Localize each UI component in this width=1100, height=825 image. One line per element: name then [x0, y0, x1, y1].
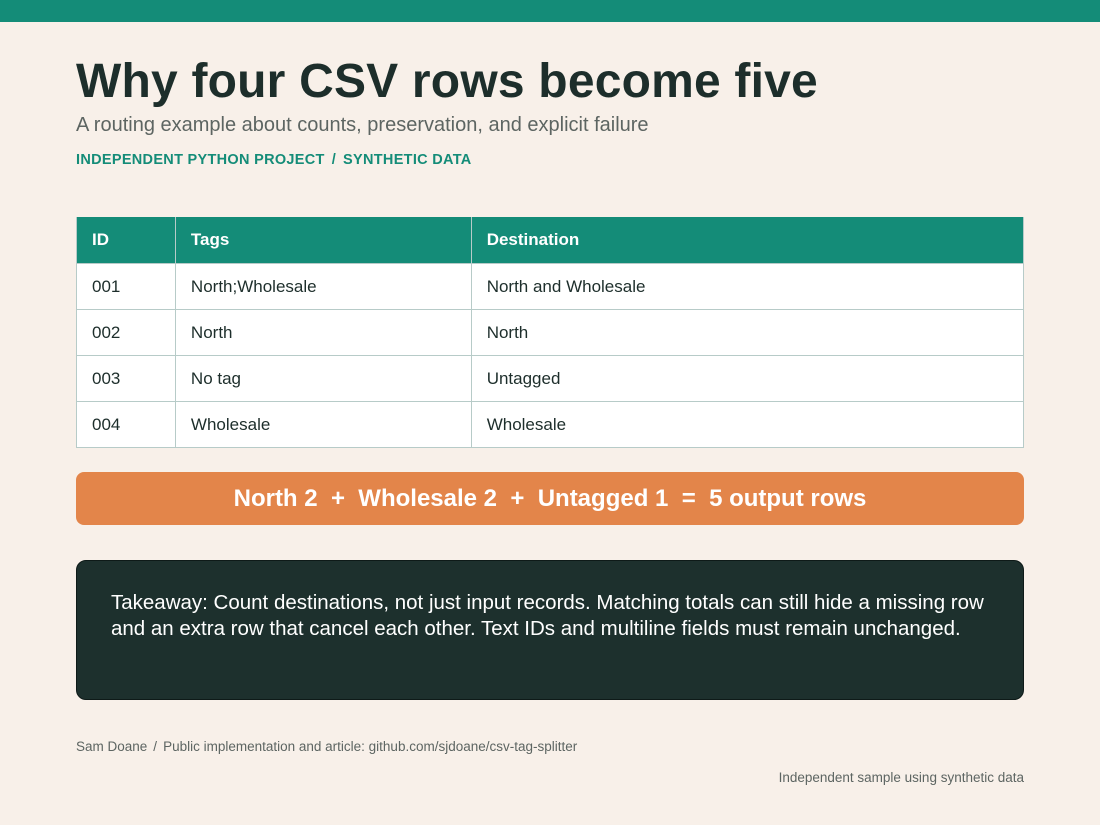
- footer-note: Independent sample using synthetic data: [778, 770, 1024, 785]
- page-title: Why four CSV rows become five: [76, 55, 818, 108]
- takeaway-panel: Takeaway: Count destinations, not just i…: [76, 560, 1024, 700]
- page-subtitle: A routing example about counts, preserva…: [76, 114, 649, 136]
- kicker-data-label: SYNTHETIC DATA: [343, 152, 472, 168]
- table-header-row: ID Tags Destination: [76, 217, 1025, 264]
- cell-tags: No tag: [174, 355, 472, 402]
- project-kicker: INDEPENDENT PYTHON PROJECT / SYNTHETIC DAT…: [76, 152, 472, 168]
- cell-destination: Wholesale: [470, 401, 1025, 448]
- table-row: 001 North;Wholesale North and Wholesale: [76, 263, 1025, 310]
- kicker-separator: /: [331, 152, 337, 168]
- top-accent-bar: [0, 0, 1100, 22]
- cell-id: 003: [76, 355, 176, 402]
- table-row: 003 No tag Untagged: [76, 355, 1025, 402]
- cell-destination: North: [470, 309, 1025, 356]
- cell-tags: Wholesale: [174, 401, 472, 448]
- takeaway-text: Takeaway: Count destinations, not just i…: [111, 591, 984, 640]
- cell-destination: North and Wholesale: [470, 263, 1025, 310]
- column-header-id: ID: [76, 217, 176, 264]
- cell-id: 001: [76, 263, 176, 310]
- table-row: 002 North North: [76, 309, 1025, 356]
- source-reference: Public implementation and article: githu…: [163, 739, 578, 754]
- author-name: Sam Doane: [76, 739, 148, 754]
- cell-destination: Untagged: [470, 355, 1025, 402]
- kicker-project-label: INDEPENDENT PYTHON PROJECT: [76, 152, 325, 168]
- routing-table: ID Tags Destination 001 North;Wholesale …: [76, 217, 1025, 448]
- cell-id: 002: [76, 309, 176, 356]
- cell-tags: North: [174, 309, 472, 356]
- count-equation-banner: North 2 + Wholesale 2 + Untagged 1 = 5 o…: [76, 472, 1024, 525]
- column-header-tags: Tags: [174, 217, 472, 264]
- credit-separator: /: [153, 739, 158, 754]
- cell-tags: North;Wholesale: [174, 263, 472, 310]
- cell-id: 004: [76, 401, 176, 448]
- table-row: 004 Wholesale Wholesale: [76, 401, 1025, 448]
- footer-credit: Sam Doane / Public implementation and arti…: [76, 739, 577, 754]
- column-header-destination: Destination: [470, 217, 1025, 264]
